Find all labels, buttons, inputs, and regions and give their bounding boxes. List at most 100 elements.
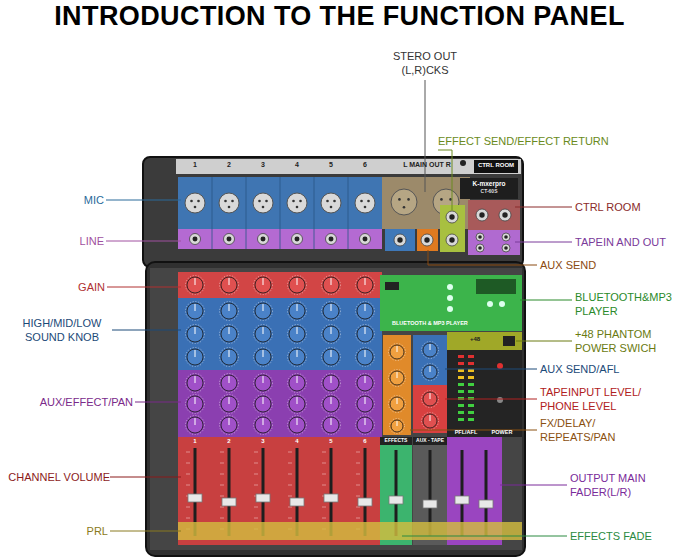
fader-tick bbox=[220, 452, 224, 453]
usb-slot bbox=[385, 282, 399, 290]
level-led bbox=[468, 418, 474, 421]
xlr-pin bbox=[326, 200, 329, 203]
callout-label: BLUETOOTH&MP3 PLAYER bbox=[575, 290, 675, 319]
leader-line bbox=[500, 485, 567, 486]
callout-label: CHANNEL VOLUME bbox=[2, 470, 110, 484]
power-led bbox=[497, 363, 503, 369]
knob-pointer bbox=[229, 418, 230, 425]
xlr-pin bbox=[407, 198, 410, 201]
knob-pointer bbox=[430, 366, 431, 372]
panel-marking: BLUETOOTH & MP3 PLAYER bbox=[392, 320, 512, 326]
knob-ring bbox=[220, 276, 239, 295]
knob-ring bbox=[389, 370, 406, 387]
knob bbox=[323, 326, 339, 342]
knob bbox=[187, 277, 203, 293]
panel-marking: AUX - TAPE bbox=[413, 438, 447, 444]
xlr-pin bbox=[330, 206, 333, 209]
xlr-pin bbox=[440, 198, 443, 201]
callout-label: EFFECTS FADE bbox=[570, 529, 675, 543]
panel-marking: 4 bbox=[282, 438, 312, 445]
knob bbox=[221, 349, 237, 365]
knob-pointer bbox=[397, 372, 398, 378]
callout-label: CTRL ROOM bbox=[575, 200, 675, 214]
xlr-pin bbox=[367, 200, 370, 203]
knob bbox=[255, 375, 271, 391]
jack-socket bbox=[394, 234, 406, 246]
knob bbox=[323, 303, 339, 319]
leader-line bbox=[402, 536, 567, 537]
top-strip bbox=[176, 159, 521, 174]
knob bbox=[187, 396, 203, 412]
knob-pointer bbox=[365, 350, 366, 357]
fader-tick bbox=[288, 507, 292, 508]
fader-tick bbox=[220, 485, 224, 486]
leader-line bbox=[106, 200, 181, 201]
knob bbox=[187, 375, 203, 391]
knob-ring bbox=[220, 416, 239, 435]
jack-hole bbox=[363, 237, 368, 242]
xlr-pin bbox=[299, 200, 302, 203]
fader-tick bbox=[186, 518, 190, 519]
panel-marking: 5 bbox=[316, 438, 346, 445]
jack-hole bbox=[227, 237, 232, 242]
knob-ring bbox=[322, 348, 341, 367]
jack-socket bbox=[446, 234, 458, 246]
knob bbox=[423, 343, 437, 357]
panel-marking: EFFECTS bbox=[380, 438, 412, 444]
jack-hole bbox=[449, 237, 454, 242]
knob-ring bbox=[288, 325, 307, 344]
jack-socket bbox=[502, 244, 510, 252]
knob-pointer bbox=[331, 350, 332, 357]
knob-pointer bbox=[365, 397, 366, 404]
knob-ring bbox=[186, 416, 205, 435]
knob-ring bbox=[254, 348, 273, 367]
knob-ring bbox=[356, 416, 375, 435]
knob-ring bbox=[186, 395, 205, 414]
level-led bbox=[468, 362, 474, 365]
xlr-pin bbox=[265, 200, 268, 203]
knob bbox=[255, 326, 271, 342]
fader-tick bbox=[322, 463, 326, 464]
knob bbox=[390, 371, 404, 385]
panel-marking: 2 bbox=[212, 161, 246, 169]
knob-ring bbox=[356, 395, 375, 414]
level-led bbox=[468, 411, 474, 414]
callout-label: OUTPUT MAIN FADER(L/R) bbox=[570, 471, 675, 500]
xlr-pin bbox=[258, 200, 261, 203]
leader-line bbox=[438, 150, 452, 210]
jack-hole bbox=[479, 212, 484, 217]
knob-ring bbox=[220, 348, 239, 367]
fader-tick bbox=[254, 518, 258, 519]
knob bbox=[255, 277, 271, 293]
knob-pointer bbox=[331, 376, 332, 383]
jack-socket bbox=[446, 211, 458, 223]
knob-ring bbox=[220, 302, 239, 321]
xlr-pin bbox=[292, 200, 295, 203]
xlr-socket bbox=[321, 193, 341, 213]
knob-pointer bbox=[263, 350, 264, 357]
level-led bbox=[468, 383, 474, 386]
knob bbox=[289, 277, 305, 293]
channel-divider bbox=[280, 177, 281, 249]
knob bbox=[357, 303, 373, 319]
callout-label: MIC bbox=[56, 193, 104, 207]
jack-hole bbox=[329, 237, 334, 242]
xlr-socket bbox=[355, 193, 375, 213]
knob bbox=[289, 396, 305, 412]
panel-marking: POWER bbox=[484, 429, 520, 435]
mixer-lower-panel bbox=[150, 268, 522, 550]
knob-ring bbox=[288, 395, 307, 414]
knob-ring bbox=[322, 416, 341, 435]
knob-ring bbox=[389, 396, 406, 413]
knob-pointer bbox=[365, 376, 366, 383]
fader-tick bbox=[322, 452, 326, 453]
knob-ring bbox=[186, 325, 205, 344]
knob bbox=[357, 417, 373, 433]
jack-hole bbox=[478, 246, 482, 250]
xlr-pin bbox=[403, 206, 406, 209]
level-led bbox=[458, 390, 464, 393]
fader-cap bbox=[423, 500, 437, 508]
callout-label: TAPEIN AND OUT bbox=[575, 235, 679, 249]
knob bbox=[221, 375, 237, 391]
knob bbox=[323, 417, 339, 433]
